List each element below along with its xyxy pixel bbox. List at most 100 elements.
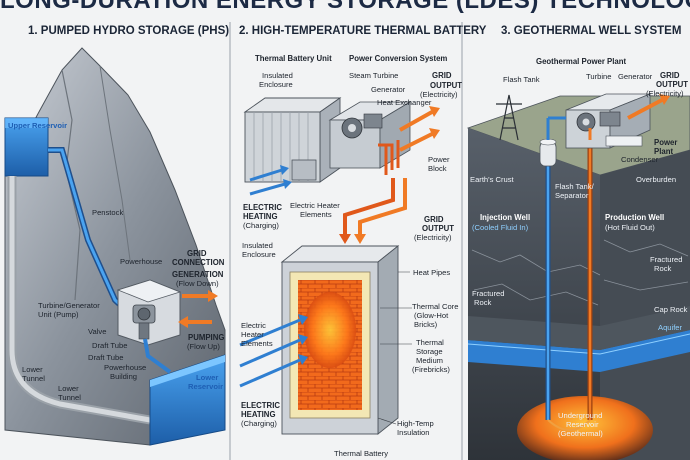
- label-lower-tunnel-a-2: Tunnel: [22, 374, 45, 383]
- label-power-plant-1: Power: [654, 138, 677, 147]
- label-electric-heating-top-1: ELECTRIC: [243, 203, 282, 212]
- label-power-conversion-system: Power Conversion System: [349, 54, 447, 63]
- heating-arrow-1: [239, 318, 301, 347]
- panel-heading-thermal-battery: 2. HIGH-TEMPERATURE THERMAL BATTERY: [239, 25, 487, 37]
- label-storage-medium-2: Storage: [416, 347, 443, 356]
- label-generation-1: GENERATION: [172, 270, 224, 279]
- label-heater-elements-mid-3: Elements: [241, 339, 273, 348]
- heat-arrow-icon: [249, 182, 286, 196]
- label-grid-connection-2: CONNECTION: [172, 258, 225, 267]
- label-earths-crust: Earth's Crust: [470, 175, 515, 184]
- label-power-block-2: Block: [428, 164, 447, 173]
- label-lower-tunnel-a-1: Lower: [22, 365, 43, 374]
- label-turbine-p3: Turbine: [586, 72, 611, 81]
- label-generator-p2: Generator: [371, 85, 406, 94]
- label-lower-reservoir-2: Reservoir: [188, 382, 223, 391]
- label-turbine-generator-1: Turbine/Generator: [38, 301, 100, 310]
- label-steam-turbine: Steam Turbine: [349, 71, 398, 80]
- label-fractured-rock-left-1: Fractured: [472, 289, 505, 298]
- label-generator-p3: Generator: [618, 72, 653, 81]
- label-storage-medium-3: Medium: [416, 356, 443, 365]
- heat-return-arrow: [343, 178, 395, 236]
- label-geothermal-power-plant: Geothermal Power Plant: [536, 57, 627, 66]
- label-heater-elements-top-1: Electric Heater: [290, 201, 340, 210]
- label-grid-output-geo-3: (Electricity): [646, 89, 684, 98]
- label-powerhouse: Powerhouse: [120, 257, 162, 266]
- label-electric-heating-bottom-2: HEATING: [241, 410, 276, 419]
- label-cap-rock: Cap Rock: [654, 305, 688, 314]
- transmission-tower-icon: [496, 94, 522, 141]
- label-turbine-generator-2: Unit (Pump): [38, 310, 79, 319]
- earth-right-face: [600, 150, 690, 460]
- label-flash-tank: Flash Tank: [503, 75, 540, 84]
- label-high-temp-insulation-2: Insulation: [397, 428, 430, 437]
- power-block: [328, 101, 412, 175]
- grid-output-arrow-geo: [627, 98, 663, 120]
- geothermal-panel: Geothermal Power Plant Flash Tank Turbin…: [466, 57, 690, 460]
- label-grid-output-mid-2: OUTPUT: [422, 224, 454, 233]
- label-insulated-enclosure-mid-1: Insulated: [242, 241, 273, 250]
- turbine-icon: [132, 304, 156, 340]
- label-aquifer: Aquifer: [658, 323, 683, 332]
- label-penstock: Penstock: [92, 208, 123, 217]
- label-power-block-1: Power: [428, 155, 450, 164]
- label-powerhouse-building-1: Powerhouse: [104, 363, 146, 372]
- label-underground-reservoir-2: Reservoir: [566, 420, 599, 429]
- label-insulated-enclosure-mid-2: Enclosure: [242, 250, 276, 259]
- label-generation-2: (Flow Down): [176, 279, 219, 288]
- pumped-hydro-panel: Upper Reservoir Penstock Powerhouse GRID…: [4, 47, 226, 446]
- label-draft-tube-1: Draft Tube: [92, 341, 127, 350]
- geothermal-power-plant: [565, 93, 651, 149]
- earth-left-face: [468, 128, 600, 460]
- label-storage-medium-1: Thermal: [416, 338, 444, 347]
- underground-reservoir: [517, 396, 653, 460]
- thermal-battery-panel: Thermal Battery Unit Insulated Enclosure…: [239, 54, 462, 458]
- grid-output-arrow-top: [399, 110, 433, 132]
- label-electric-heating-bottom-3: (Charging): [241, 419, 277, 428]
- label-pumping-1: PUMPING: [188, 333, 224, 342]
- label-fractured-rock-left-2: Rock: [474, 298, 492, 307]
- label-fractured-rock-right-2: Rock: [654, 264, 672, 273]
- label-thermal-core-1: Thermal Core: [412, 302, 458, 311]
- label-powerhouse-building-2: Building: [110, 372, 137, 381]
- label-fractured-rock-right-1: Fractured: [650, 255, 683, 264]
- label-valve: Valve: [88, 327, 106, 336]
- label-insulated-enclosure-top-1: Insulated: [262, 71, 293, 80]
- label-grid-output-mid-3: (Electricity): [414, 233, 452, 242]
- label-production-well-1: Production Well: [605, 213, 664, 222]
- label-injection-well-2: (Cooled Fluid In): [472, 223, 529, 232]
- label-underground-reservoir-1: Underground: [558, 411, 602, 420]
- heater-box: [291, 159, 317, 181]
- label-heater-elements-top-2: Elements: [300, 210, 332, 219]
- label-lower-tunnel-b-1: Lower: [58, 384, 79, 393]
- panel-heading-pumped-hydro: 1. PUMPED HYDRO STORAGE (PHS): [28, 25, 230, 37]
- label-electric-heating-top-3: (Charging): [243, 221, 279, 230]
- label-overburden: Overburden: [636, 175, 676, 184]
- panel-heading-geothermal: 3. GEOTHERMAL WELL SYSTEM: [501, 25, 682, 37]
- label-flash-tank-separator-2: Separator: [555, 191, 589, 200]
- label-thermal-core-2: (Glow-Hot: [414, 311, 449, 320]
- label-heat-exchanger: Heat Exchanger: [377, 98, 432, 107]
- label-draft-tube-2: Draft Tube: [88, 353, 123, 362]
- label-high-temp-insulation-1: High-Temp: [397, 419, 434, 428]
- label-grid-output-geo-1: GRID: [660, 71, 680, 80]
- label-production-well-2: (Hot Fluid Out): [605, 223, 655, 232]
- label-electric-heating-top-2: HEATING: [243, 212, 278, 221]
- page-title: LONG-DURATION ENERGY STORAGE (LDES) TECH…: [0, 0, 690, 14]
- label-power-plant-2: Plant: [654, 147, 673, 156]
- label-underground-reservoir-3: (Geothermal): [558, 429, 603, 438]
- label-grid-output-top-2: OUTPUT: [430, 81, 462, 90]
- label-upper-reservoir: Upper Reservoir: [8, 121, 67, 130]
- label-storage-medium-4: (Firebricks): [412, 365, 450, 374]
- label-condenser: Condenser: [621, 155, 659, 164]
- label-grid-output-top-3: (Electricity): [420, 90, 458, 99]
- label-lower-reservoir-1: Lower: [196, 373, 218, 382]
- label-thermal-battery-unit: Thermal Battery Unit: [255, 54, 332, 63]
- label-heater-elements-mid-1: Electric: [241, 321, 266, 330]
- label-insulated-enclosure-top-2: Enclosure: [259, 80, 293, 89]
- label-heat-pipes: Heat Pipes: [413, 268, 450, 277]
- label-electric-heating-bottom-1: ELECTRIC: [241, 401, 280, 410]
- label-heater-elements-mid-2: Heater: [241, 330, 264, 339]
